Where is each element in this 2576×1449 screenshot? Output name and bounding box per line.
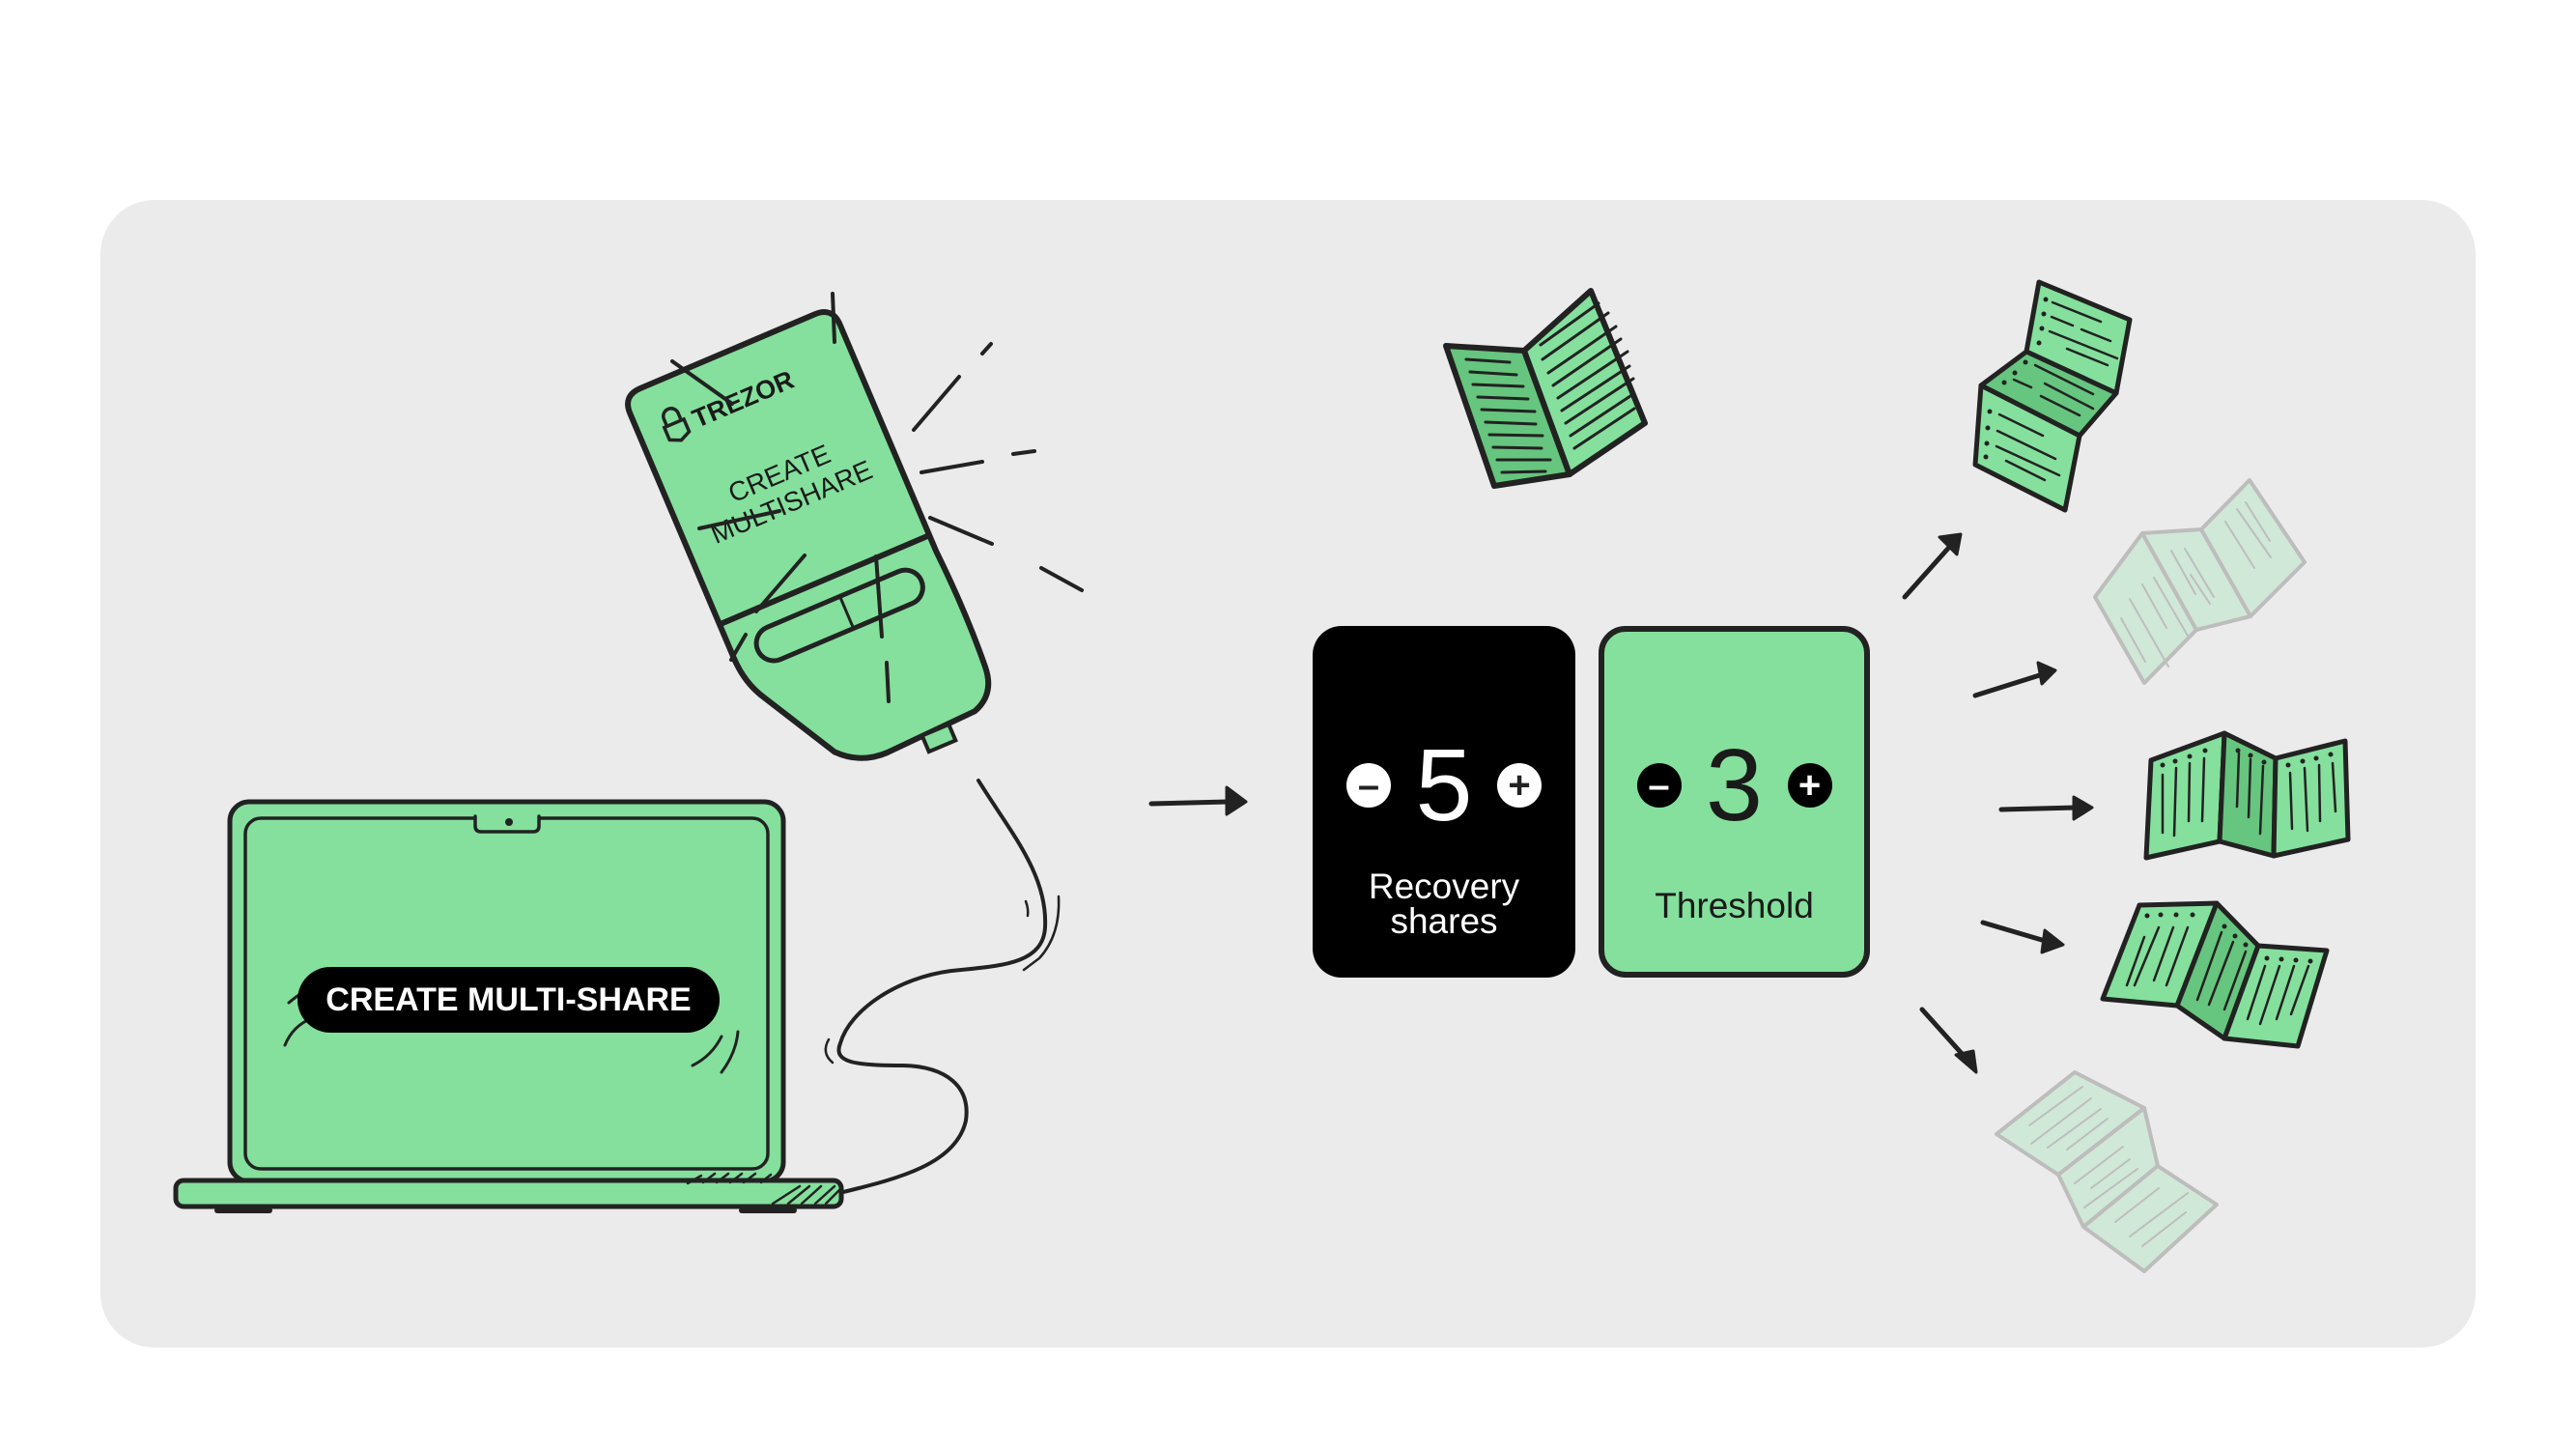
open-booklet-icon (1443, 288, 1648, 489)
trezor-device: TREZOR CREATE MULTISHARE (625, 309, 992, 761)
recovery-shares-label: Recovery shares (1313, 867, 1575, 941)
recovery-shares-label-line1: Recovery (1368, 867, 1520, 906)
arrow-right-icon (1148, 785, 1248, 816)
minus-circle-icon[interactable]: – (1636, 763, 1682, 808)
create-multi-share-label: CREATE MULTI-SHARE (326, 980, 692, 1018)
share-paper-faded-1 (2093, 478, 2307, 685)
usb-cable (824, 779, 1061, 1194)
share-arrows (1902, 532, 2094, 1074)
threshold-value: 3 (1706, 728, 1763, 842)
share-paper-3 (2100, 900, 2330, 1049)
share-paper-2 (2143, 730, 2351, 861)
create-multi-share-button[interactable]: CREATE MULTI-SHARE (297, 967, 720, 1033)
plus-circle-icon[interactable]: + (1787, 763, 1832, 808)
minus-circle-icon[interactable]: – (1346, 763, 1391, 808)
recovery-shares-card: – 5 + Recovery shares (1313, 626, 1575, 978)
device-glow-marks (670, 292, 1084, 703)
trezor-lock-icon (662, 407, 692, 442)
plus-circle-icon[interactable]: + (1497, 763, 1542, 808)
recovery-shares-label-line2: shares (1390, 901, 1498, 941)
threshold-card: – 3 + Threshold (1599, 626, 1870, 978)
share-paper-1 (1972, 279, 2133, 513)
threshold-stepper: – 3 + (1604, 728, 1864, 842)
recovery-shares-stepper: – 5 + (1313, 728, 1575, 842)
threshold-label: Threshold (1655, 886, 1814, 925)
share-paper-faded-2 (1995, 1070, 2219, 1273)
recovery-shares-value: 5 (1415, 728, 1473, 842)
